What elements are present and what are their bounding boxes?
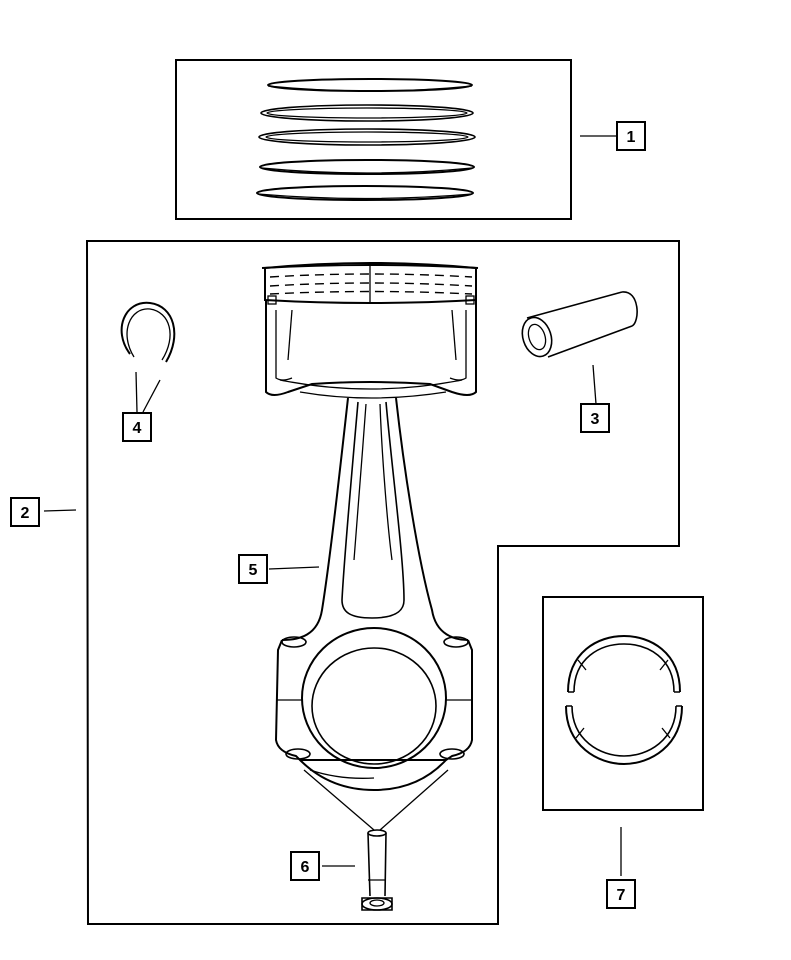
- leader-line-2: [43, 509, 77, 512]
- connecting-rod: [268, 397, 473, 831]
- ring-set-frame: [175, 59, 572, 220]
- callout-1[interactable]: 1: [616, 121, 646, 151]
- connecting-rod-bolt: [322, 829, 393, 911]
- callout-2[interactable]: 2: [10, 497, 40, 527]
- callout-label-3: 3: [591, 411, 600, 428]
- piston-ring-5: [256, 185, 474, 201]
- callout-4[interactable]: 4: [122, 412, 152, 442]
- piston-ring-2: [260, 104, 474, 122]
- callout-label-1: 1: [627, 129, 636, 146]
- piston-ring-3: [258, 128, 476, 146]
- callout-3[interactable]: 3: [580, 403, 610, 433]
- callout-label-6: 6: [301, 859, 310, 876]
- assembly-outline: [85, 240, 680, 925]
- piston-ring-4: [259, 159, 475, 175]
- piston-pin: [521, 291, 638, 405]
- callout-label-7: 7: [617, 887, 626, 904]
- piston-ring-1: [267, 78, 473, 92]
- callout-6[interactable]: 6: [290, 851, 320, 881]
- piston: [261, 262, 479, 399]
- retainer-clip: [120, 301, 176, 413]
- piston-ring-set-group: [175, 59, 616, 220]
- callout-7[interactable]: 7: [606, 879, 636, 909]
- callout-label-2: 2: [21, 505, 30, 522]
- bearing-group: [542, 596, 704, 876]
- callout-5[interactable]: 5: [238, 554, 268, 584]
- callout-label-4: 4: [133, 420, 142, 437]
- leader-line-5: [268, 566, 320, 570]
- callout-label-5: 5: [249, 562, 258, 579]
- bearing-frame: [542, 596, 704, 811]
